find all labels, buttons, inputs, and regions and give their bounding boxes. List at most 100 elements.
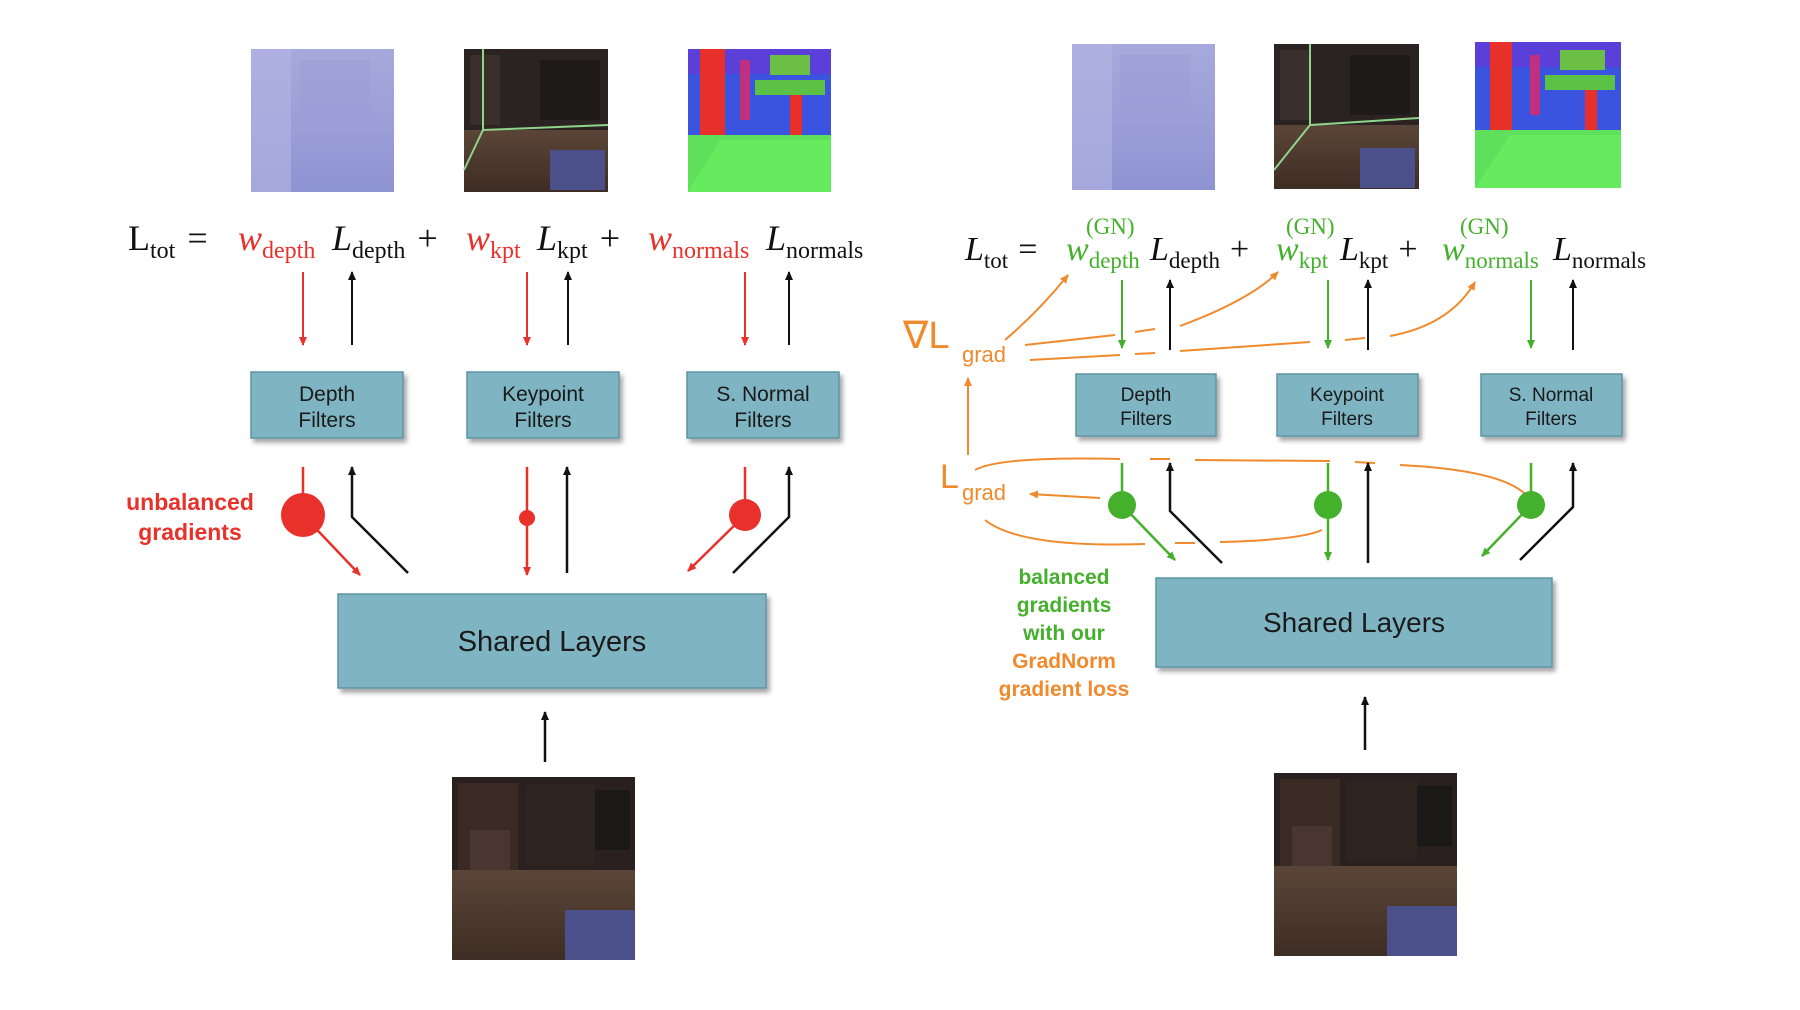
left-input-image [452,777,635,960]
left-eq-L-tot: L [128,218,150,258]
left-kpt-gradient-dot-small [519,510,535,526]
right-normal-filters-box: S. Normal Filters [1480,373,1623,437]
right-shared-layers-box: Shared Layers [1155,577,1553,668]
right-kpt-gradient-dot [1314,491,1342,519]
right-eq-plus-1: + [1230,231,1249,268]
svg-text:wkpt: wkpt [1276,231,1329,273]
left-eq-sub-w-kpt: kpt [490,238,521,264]
right-depth-filters-box: Depth Filters [1075,373,1217,437]
right-panel: Ltot= wdepth (GN) Ldepth+ wkpt (GN) Lkpt… [902,42,1646,956]
left-note-line-1: unbalanced [126,489,254,515]
right-grad-nabla-label: ∇L [902,315,950,357]
left-shared-layers-box: Shared Layers [337,593,767,689]
left-keypoint-filters-label-2: Filters [514,409,571,432]
left-eq-equals: = [187,218,207,258]
svg-text:Lkpt+: Lkpt+ [1339,231,1418,273]
right-keypoint-filters-label-1: Keypoint [1310,385,1385,406]
left-normals-backward-arrow [732,466,793,574]
left-normal-filters-label-2: Filters [734,409,791,432]
left-depth-filters-box: Depth Filters [250,371,404,439]
right-eq-sub-w-normals: normals [1465,248,1539,273]
svg-text:wnormals: wnormals [648,218,749,264]
svg-text:wkpt: wkpt [466,218,521,264]
right-eq-L-depth: L [1149,231,1169,268]
right-eq-plus-2: + [1398,231,1417,268]
right-depth-filters-label-2: Filters [1120,409,1172,430]
left-panel: Ltot= wdepth Ldepth+ wkpt Lkpt+ wnormals… [126,49,863,960]
left-eq-L-kpt: L [536,218,557,258]
left-eq-sub-w-normals: normals [672,238,749,264]
right-keypoint-image [1273,44,1420,189]
left-depth-filters-label-1: Depth [299,383,355,406]
left-depth-backward-arrow [348,466,409,574]
right-eq-w-depth: w [1066,231,1089,268]
left-depth-map-image [251,49,394,192]
right-eq-gn-normals: (GN) [1460,214,1509,239]
right-note-line-1: balanced [1018,566,1109,589]
right-grad-to-w-depth-arrow [1004,274,1069,341]
right-grad-to-w-kpt-arrow [1024,272,1278,346]
right-normal-filters-label-1: S. Normal [1509,385,1593,406]
left-normal-filters-box: S. Normal Filters [686,371,840,439]
svg-text:Lkpt+: Lkpt + [536,218,620,264]
left-eq-L-depth: L [331,218,352,258]
svg-text:Ltot=: Ltot = [128,218,208,264]
right-note-line-5: gradient loss [999,678,1130,701]
svg-text:wnormals: wnormals [1442,231,1539,273]
right-depth-norm-to-lgrad-arrow [1029,490,1101,499]
right-eq-sub-w-kpt: kpt [1299,248,1329,273]
svg-text:Ldepth+: Ldepth + [331,218,438,264]
right-eq-sub-w-depth: depth [1089,248,1141,273]
right-note-line-2: gradients [1017,594,1112,617]
left-eq-sub-L-depth: depth [352,238,405,264]
left-keypoint-image [463,49,609,192]
right-shared-layers-label: Shared Layers [1263,607,1445,638]
left-normal-filters-label-1: S. Normal [716,383,809,406]
right-depth-backward-arrow [1166,462,1223,564]
right-note-line-4: GradNorm [1012,650,1116,673]
right-normals-backward-arrow [1519,462,1577,561]
left-eq-sub-L-kpt: kpt [557,238,588,264]
left-depth-gradient-dot-large [281,493,325,537]
right-normal-filters-label-2: Filters [1525,409,1577,430]
left-keypoint-filters-label-1: Keypoint [502,383,584,406]
left-eq-plus-2: + [600,218,620,258]
svg-text:Lnormals: Lnormals [765,218,863,264]
right-surface-normal-image [1475,42,1621,188]
right-input-image [1274,773,1457,956]
left-depth-filters-label-2: Filters [298,409,355,432]
right-eq-w-kpt: w [1276,231,1299,268]
svg-text:Lnormals: Lnormals [1552,231,1646,273]
right-lgrad-sub: grad [962,480,1006,505]
right-normals-norm-loop [974,457,1526,495]
left-normals-gradient-dot-medium [729,499,761,531]
right-kpt-norm-loop [984,519,1323,546]
right-eq-sub-tot: tot [984,248,1009,273]
right-eq-sub-L-depth: depth [1169,248,1221,273]
right-grad-nabla-sub: grad [962,342,1006,367]
left-eq-sub-L-normals: normals [786,238,863,264]
right-depth-map-image [1072,44,1215,190]
right-eq-sub-L-normals: normals [1572,248,1646,273]
svg-text:Ltot=: Ltot = [964,231,1037,273]
left-eq-sub-tot: tot [150,238,176,264]
left-eq-w-depth: w [238,218,262,258]
right-depth-gradient-dot [1108,491,1136,519]
left-keypoint-filters-box: Keypoint Filters [466,371,620,439]
right-eq-sub-L-kpt: kpt [1359,248,1389,273]
left-eq-w-normals: w [648,218,672,258]
right-grad-to-w-normals-arrow [1029,282,1475,361]
right-eq-L-tot: L [964,231,984,268]
svg-text:wdepth: wdepth [1066,231,1140,273]
right-keypoint-filters-label-2: Filters [1321,409,1373,430]
left-eq-w-kpt: w [466,218,490,258]
right-eq-equals: = [1018,231,1037,268]
left-eq-plus-1: + [417,218,437,258]
right-depth-filters-label-1: Depth [1121,385,1172,406]
right-eq-gn-depth: (GN) [1086,214,1135,239]
left-eq-sub-w-depth: depth [262,238,315,264]
right-lgrad-label: L [940,458,959,496]
right-normals-gradient-dot [1517,491,1545,519]
left-note-line-2: gradients [138,519,242,545]
